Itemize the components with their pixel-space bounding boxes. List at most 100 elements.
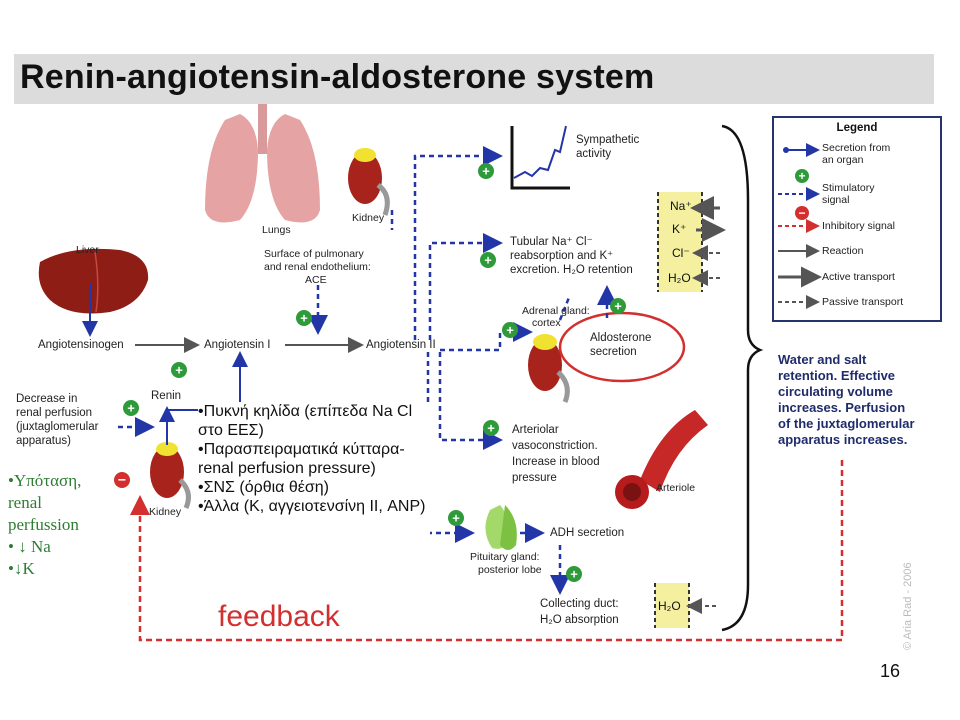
aldosterone-highlight [558, 311, 686, 383]
stim-sign-7: + [610, 298, 626, 314]
decrease-label-3: (juxtaglomerular [16, 421, 99, 433]
legend-item-reaction: Reaction [822, 245, 863, 257]
legend-item-inhibitory: Inhibitory signal [822, 220, 895, 232]
legend-title: Legend [836, 122, 878, 134]
adh-label: ADH secretion [550, 527, 625, 539]
legend-reaction-line1: Reaction [822, 245, 864, 257]
sympathetic-label-2: activity [576, 148, 612, 160]
legend-active-line1: Active transport [822, 271, 895, 283]
liver-label: Liver [76, 244, 99, 256]
feedback-label: feedback [218, 600, 340, 633]
renin-label: Renin [151, 390, 182, 402]
ion-h2o: H₂O [668, 271, 691, 285]
legend-secretion-line2: an organ [822, 154, 864, 166]
page-number: 16 [880, 661, 901, 681]
legend-item-passive: Passive transport [822, 296, 903, 308]
svg-text:−: − [798, 206, 805, 220]
retention-text-1: Water and salt [778, 352, 867, 367]
pituitary-label-2: posterior lobe [478, 564, 542, 576]
stim-sign-9: + [448, 510, 464, 526]
copyright-text: © Aria Rad - 2006 [902, 562, 914, 650]
stim-sign-2: + [480, 252, 496, 268]
surface-label-2: and renal endothelium: [264, 261, 371, 273]
svg-text:+: + [614, 299, 622, 314]
angiotensin-1-label: Angiotensin I [204, 339, 271, 351]
greek-left-line-3: perfussion [8, 515, 79, 534]
diagram-title: Renin-angiotensin-aldosterone system [20, 58, 655, 96]
stim-sign-3: + [296, 310, 312, 326]
arteriolar-label-4: pressure [512, 472, 557, 484]
svg-text:+: + [506, 323, 514, 338]
retention-text-2: retention. Effective [778, 368, 896, 383]
ion-k: K⁺ [672, 222, 687, 236]
textbox-line-3: •ΣΝΣ (όρθια θέση) [198, 479, 329, 496]
stim-sign-6: + [502, 322, 518, 338]
svg-text:+: + [127, 401, 135, 416]
angiotensin-2-label: Angiotensin II [366, 339, 436, 351]
kidney-left-label: Kidney [149, 506, 182, 518]
arteriole-label: Arteriole [656, 482, 696, 494]
retention-text-5: of the juxtaglomerular [778, 416, 915, 431]
adrenal-label-1: Adrenal gland: [522, 305, 590, 317]
legend-item-active: Active transport [822, 271, 895, 283]
svg-text:+: + [452, 511, 460, 526]
aldosterone-label-1: Aldosterone [590, 332, 652, 344]
legend-secretion-line1: Secretion from [822, 142, 891, 154]
kidney-left-shape [150, 446, 184, 498]
arteriolar-label-2: vasoconstriction. [512, 440, 598, 452]
inhib-sign-1: − [114, 472, 130, 488]
adrenal-kidney-shape [528, 339, 562, 391]
angiotensinogen-label: Angiotensinogen [38, 339, 124, 351]
legend-inhibitory-line1: Inhibitory signal [822, 220, 895, 232]
stim-sign-4: + [171, 362, 187, 378]
lungs-label: Lungs [262, 224, 291, 236]
retention-text-6: apparatus increases. [778, 432, 908, 447]
retention-text-3: circulating volume [778, 384, 893, 399]
kidney-top-label: Kidney [352, 212, 385, 224]
h2o-box-text: H₂O [658, 599, 681, 613]
collecting-label-1: Collecting duct: [540, 598, 619, 610]
retention-text-4: increases. Perfusion [778, 400, 906, 415]
svg-text:−: − [118, 472, 126, 488]
liver-shape [38, 248, 149, 314]
greek-left-line-5: •↓K [8, 559, 35, 578]
svg-text:+: + [798, 169, 805, 183]
decrease-label-2: renal perfusion [16, 407, 93, 419]
ion-cl: Cl⁻ [672, 246, 690, 260]
greek-left-line-2: renal [8, 493, 42, 512]
greek-textbox: •Πυκνή κηλίδα (επίπεδα Na Cl στο ΕΕΣ) •Π… [198, 402, 430, 580]
stim-sign-8: + [483, 420, 499, 436]
collecting-label-2: H₂O absorption [540, 614, 619, 626]
svg-text:+: + [487, 421, 495, 436]
sympathetic-label-1: Sympathetic [576, 134, 640, 146]
svg-text:+: + [482, 164, 490, 179]
decrease-label-1: Decrease in [16, 393, 78, 405]
greek-annotation-left: •Υπόταση, renal perfussion • ↓ Na •↓K [8, 470, 120, 580]
tubular-label-3: excretion. H₂O retention [510, 264, 633, 276]
aldosterone-label-2: secretion [590, 346, 637, 358]
arteriolar-label-3: Increase in blood [512, 456, 600, 468]
tubular-label-2: reabsorption and K⁺ [510, 250, 614, 262]
stim-sign-1: + [478, 163, 494, 179]
lungs-shape [205, 114, 258, 223]
legend-symbols: + − [778, 143, 822, 309]
greek-left-line-1: •Υπόταση, [8, 471, 82, 490]
surface-label-3: ACE [305, 274, 327, 286]
decrease-label-4: apparatus) [16, 435, 71, 447]
legend-passive-line1: Passive transport [822, 296, 904, 308]
tubular-label-1: Tubular Na⁺ Cl⁻ [510, 236, 593, 248]
adrenal-label-2: cortex [532, 317, 561, 329]
stim-sign-10: + [566, 566, 582, 582]
textbox-line-4: •Άλλα (K, αγγειοτενσίνη ΙΙ, ANP) [198, 498, 426, 515]
legend-stimulatory-line2: signal [822, 194, 850, 206]
svg-text:+: + [570, 567, 578, 582]
ion-na: Na⁺ [670, 199, 692, 213]
arteriolar-label-1: Arteriolar [512, 424, 559, 436]
textbox-line-1: •Πυκνή κηλίδα (επίπεδα Na Cl στο ΕΕΣ) [198, 403, 413, 439]
title-bar [14, 54, 934, 104]
surface-label-1: Surface of pulmonary [264, 248, 364, 260]
stim-sign-5: + [123, 400, 139, 416]
arteriole-shape [640, 410, 708, 492]
